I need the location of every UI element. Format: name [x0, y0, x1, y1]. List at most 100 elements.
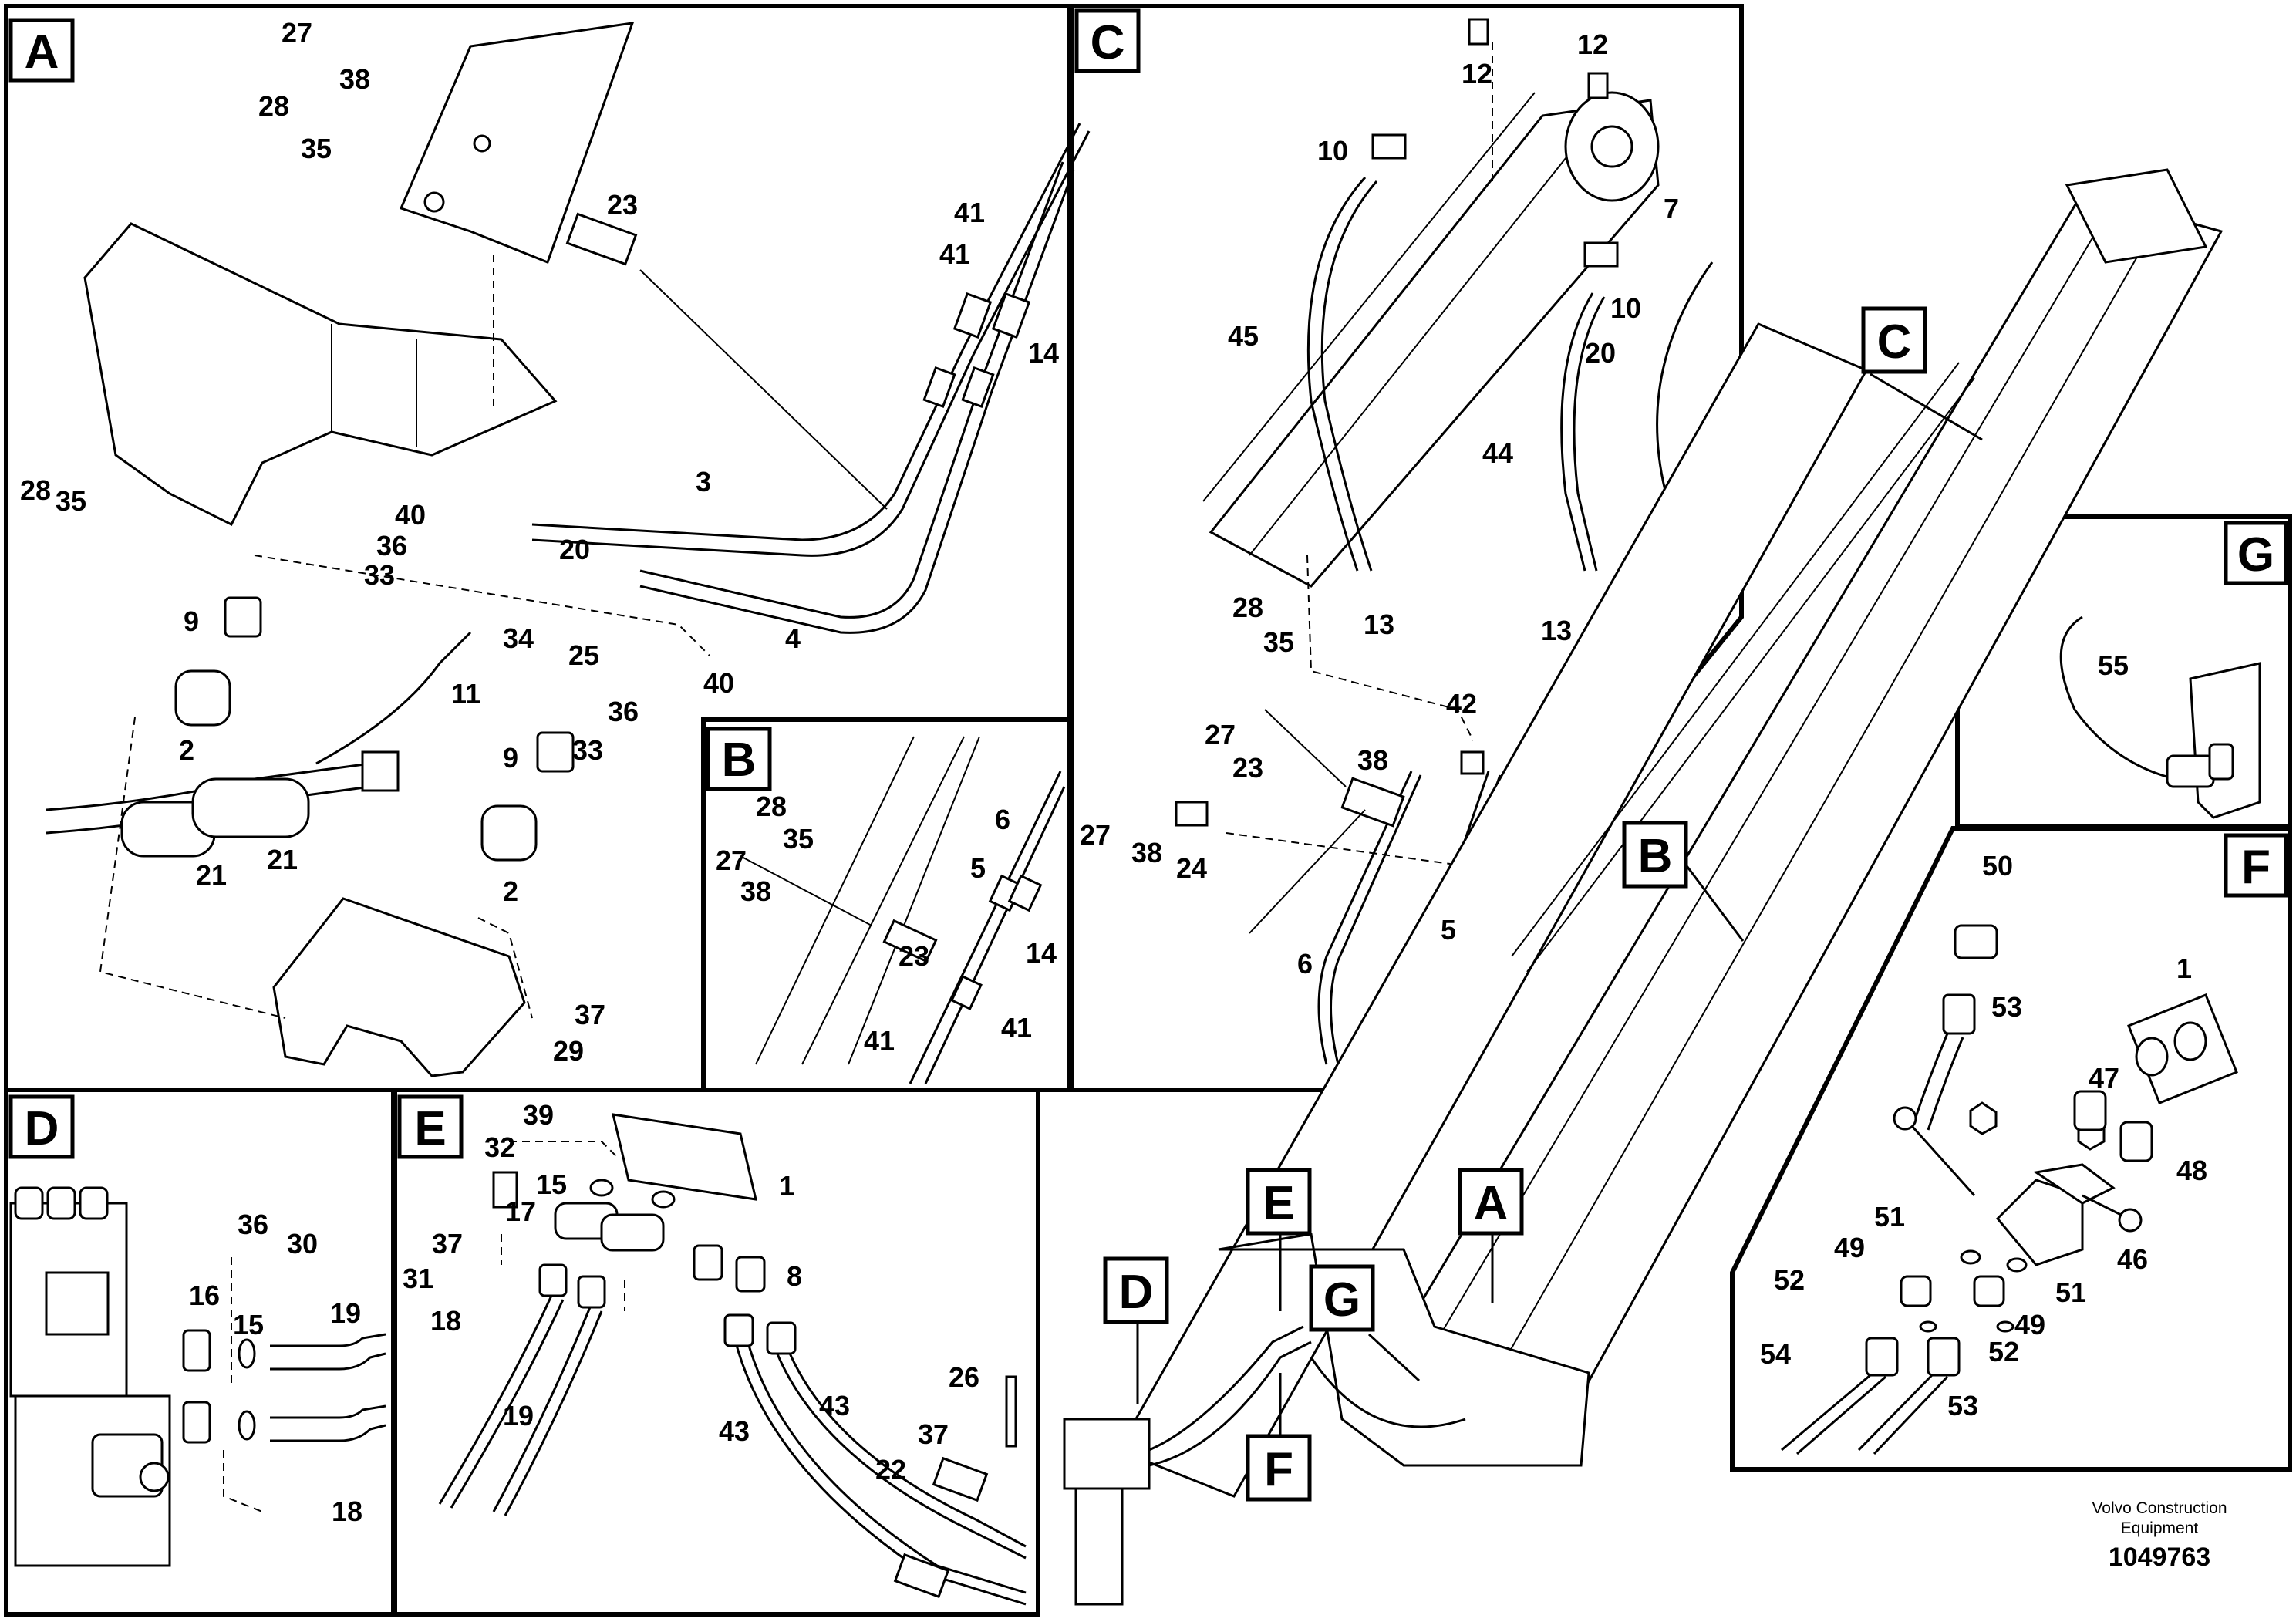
callout: 37: [432, 1228, 463, 1259]
clamp-22-lower: [893, 1553, 950, 1599]
drawing-number: 1049763: [2109, 1543, 2210, 1572]
svg-text:C: C: [1877, 315, 1912, 369]
panel-e-artwork: [438, 1113, 1027, 1606]
callout: 50: [1982, 850, 2013, 882]
callout: 48: [2176, 1155, 2207, 1186]
hose-guard-21-right: [191, 777, 310, 838]
svg-text:A: A: [1474, 1177, 1509, 1230]
callout: 53: [1947, 1390, 1978, 1421]
callout: 38: [1131, 837, 1162, 868]
panel-f-frame: [1730, 826, 2292, 1472]
callout: 37: [575, 999, 605, 1030]
callout: 25: [568, 639, 599, 671]
callout: 44: [1482, 437, 1513, 469]
panel-a-artwork: [46, 22, 1091, 1077]
svg-text:F: F: [1264, 1443, 1293, 1496]
hose-45: [1306, 176, 1367, 572]
flange-16: [182, 1329, 211, 1372]
callout: 49: [1834, 1232, 1865, 1263]
hose-19-e: [492, 1307, 592, 1512]
callout: 14: [1026, 937, 1057, 969]
adapter-8-right: [735, 1256, 766, 1293]
panel-label-a: A: [8, 18, 75, 83]
adapter-9-upper: [224, 596, 262, 638]
junction-block: [361, 750, 400, 792]
callout: 39: [523, 1099, 554, 1131]
adapter-49-right: [1973, 1275, 2005, 1307]
overview-marker-g: G: [1309, 1264, 1375, 1332]
overview-marker-b: B: [1622, 821, 1688, 889]
callout: 23: [1232, 752, 1263, 784]
callout: 46: [2117, 1243, 2148, 1275]
callout: 11: [451, 678, 480, 710]
boom-tip: [2065, 168, 2208, 264]
callout: 41: [864, 1025, 895, 1057]
callout: 18: [430, 1305, 461, 1337]
overview-marker-f: F: [1246, 1434, 1312, 1502]
svg-text:G: G: [2237, 528, 2274, 582]
callout: 1: [779, 1170, 794, 1202]
callout: 49: [2014, 1309, 2045, 1340]
panel-labels: A B C D E F G: [8, 8, 2288, 1159]
pipe-19: [270, 1333, 386, 1347]
callout: 47: [2089, 1062, 2119, 1094]
callout: 10: [1610, 292, 1641, 324]
fitting-53-lower: [1927, 1337, 1961, 1377]
callout: 12: [1462, 58, 1492, 89]
callouts-panel-a: 27 38 28 35 23 41 41 14 28 35 40 36 33 2…: [20, 17, 1059, 1067]
hose-6: [1317, 771, 1413, 1065]
callout: 27: [716, 845, 747, 876]
svg-text:E: E: [1263, 1177, 1294, 1230]
overview-marker-e: E: [1246, 1168, 1312, 1236]
callout: 5: [970, 852, 986, 884]
panel-d-artwork: [9, 1186, 386, 1567]
callout: 53: [1991, 991, 2022, 1023]
callout: 20: [559, 534, 590, 565]
callout: 33: [572, 734, 603, 766]
callout: 36: [376, 530, 407, 561]
panel-label-c: C: [1074, 8, 1141, 73]
adapter-8-left: [693, 1244, 723, 1281]
callout: 20: [1585, 337, 1616, 369]
guard-cover: [83, 222, 558, 527]
callout: 52: [1774, 1264, 1805, 1296]
flange-17-right: [600, 1213, 665, 1252]
callout: 21: [196, 859, 227, 891]
callouts-panel-e: 39 32 15 1 17 37 31 8 18 19 43 43 26 37 …: [403, 1099, 979, 1485]
callout: 23: [607, 189, 638, 221]
manifold-block-1: [612, 1113, 757, 1201]
callout: 16: [189, 1280, 220, 1311]
hose-20: [1603, 261, 1714, 687]
callout: 41: [1001, 1012, 1032, 1044]
control-valve: [1063, 1418, 1151, 1490]
adapter-49-left: [1900, 1275, 1932, 1307]
callout: 43: [819, 1390, 850, 1421]
callout: 52: [1988, 1336, 2019, 1367]
callout: 54: [1760, 1338, 1791, 1370]
svg-text:B: B: [1638, 830, 1673, 883]
callout: 51: [1874, 1201, 1905, 1233]
callout: 36: [608, 696, 639, 727]
callout: 38: [339, 63, 370, 95]
callout: 55: [2098, 649, 2129, 681]
callouts-panel-g: 55: [2098, 649, 2129, 681]
callout: 35: [783, 823, 814, 855]
callout: 37: [918, 1418, 949, 1450]
callout: 28: [20, 474, 51, 506]
cable-55: [2059, 615, 2176, 781]
elbow-10-lower: [1583, 241, 1619, 268]
svg-text:G: G: [1323, 1273, 1360, 1327]
callout: 35: [56, 485, 86, 517]
callout: 35: [1263, 626, 1294, 658]
bushing-42: [1460, 750, 1485, 775]
elbow-10-upper: [1371, 133, 1407, 160]
callout: 22: [875, 1454, 906, 1485]
callout: 38: [1357, 744, 1388, 776]
callout: 3: [696, 466, 711, 497]
callout: 42: [1446, 688, 1477, 720]
callout: 40: [703, 667, 734, 699]
callout: 21: [267, 844, 298, 875]
sensor-2-lower: [480, 804, 538, 862]
callout: 27: [282, 17, 312, 49]
